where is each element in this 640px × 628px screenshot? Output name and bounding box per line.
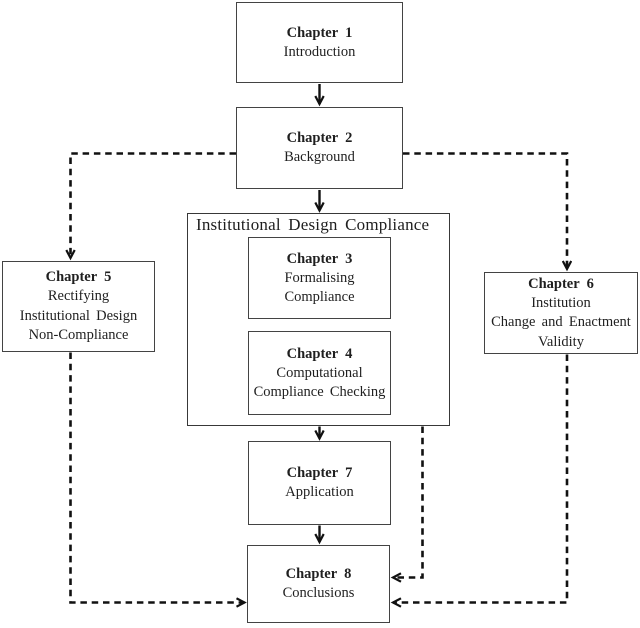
chapter-1-heading: Chapter 1 [286,24,353,41]
chapter-5-subtitle-line: Rectifying [47,288,110,305]
chapter-5-box: Chapter 5 Rectifying Institutional Desig… [2,261,155,352]
arrow-group-to-ch8 [393,426,424,578]
chapter-3-heading: Chapter 3 [286,250,353,267]
chapter-3-subtitle-line: Compliance [284,289,355,305]
chapter-6-subtitle-line: Change and Enactment [491,314,631,331]
chapter-3-subtitle-line: Formalising [284,269,355,286]
group-title: Institutional Design Compliance [196,215,430,234]
chapter-8-heading: Chapter 8 [285,566,352,583]
chapter-6-subtitle-line: Institution [531,294,591,311]
chapter-2-heading: Chapter 2 [286,130,353,147]
chapter-1-subtitle: Introduction [283,43,356,60]
chapter-8-box: Chapter 8 Conclusions [247,545,390,623]
chapter-5-subtitle-line: Institutional Design [19,307,138,324]
chapter-7-box: Chapter 7 Application [248,441,391,525]
chapter-5-subtitle-line: Non-Compliance [28,327,129,344]
chapter-6-subtitle-line: Validity [538,333,584,350]
chapter-4-box: Chapter 4 Computational Compliance Check… [248,331,391,415]
chapter-6-heading: Chapter 6 [528,275,594,292]
chapter-8-subtitle: Conclusions [282,585,355,602]
chapter-3-box: Chapter 3 Formalising Compliance [248,237,391,319]
chapter-5-heading: Chapter 5 [45,269,112,286]
chapter-4-heading: Chapter 4 [286,345,353,362]
chapter-4-subtitle-line: Computational [276,364,363,381]
chapter-7-subtitle: Application [285,484,354,501]
chapter-1-box: Chapter 1 Introduction [236,2,403,83]
chapter-2-subtitle: Background [284,149,355,166]
chapter-2-box: Chapter 2 Background [236,107,403,189]
chapter-4-subtitle-line: Compliance Checking [253,384,386,400]
chapter-6-box: Chapter 6 Institution Change and Enactme… [484,272,638,354]
chapter-7-heading: Chapter 7 [286,465,353,482]
